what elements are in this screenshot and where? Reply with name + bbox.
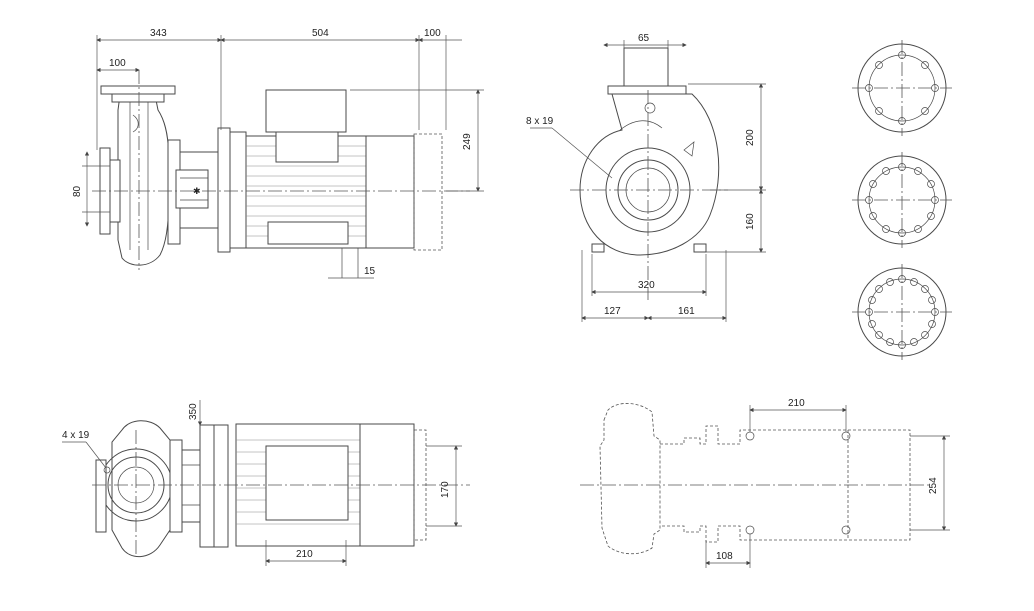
flange-12-hole — [852, 152, 952, 248]
dim-160: 160 — [745, 213, 756, 230]
dim-100-top: 100 — [424, 28, 441, 39]
dim-100-flange: 100 — [109, 58, 126, 69]
dim-504: 504 — [312, 28, 329, 39]
dim-4x19: 4 x 19 — [62, 430, 90, 441]
dim-8x19: 8 x 19 — [526, 116, 554, 127]
svg-text:✱: ✱ — [193, 186, 201, 196]
dim-343: 343 — [150, 28, 167, 39]
dim-210-base: 210 — [788, 398, 805, 409]
top-view: 350 4 x 19 170 210 — [62, 400, 470, 566]
dim-350: 350 — [188, 403, 199, 420]
dim-249: 249 — [462, 133, 473, 150]
dim-170: 170 — [440, 481, 451, 498]
dim-210-top: 210 — [296, 549, 313, 560]
flange-views — [852, 40, 952, 360]
base-bolt-holes — [745, 431, 851, 535]
dim-320: 320 — [638, 280, 655, 291]
dim-15: 15 — [364, 266, 376, 277]
front-view: 65 8 x 19 200 160 320 127 161 — [526, 33, 766, 322]
dim-65: 65 — [638, 33, 650, 44]
dim-161: 161 — [678, 306, 695, 317]
baseplate-view: 210 254 108 — [580, 398, 950, 568]
dim-254: 254 — [928, 477, 939, 494]
dim-80: 80 — [72, 185, 83, 197]
dim-127: 127 — [604, 306, 621, 317]
dim-108: 108 — [716, 551, 733, 562]
flange-16-hole — [852, 264, 952, 360]
side-view: ✱ 343 504 100 100 249 80 — [72, 28, 484, 279]
flange-8-hole — [852, 40, 952, 136]
dim-200: 200 — [745, 129, 756, 146]
